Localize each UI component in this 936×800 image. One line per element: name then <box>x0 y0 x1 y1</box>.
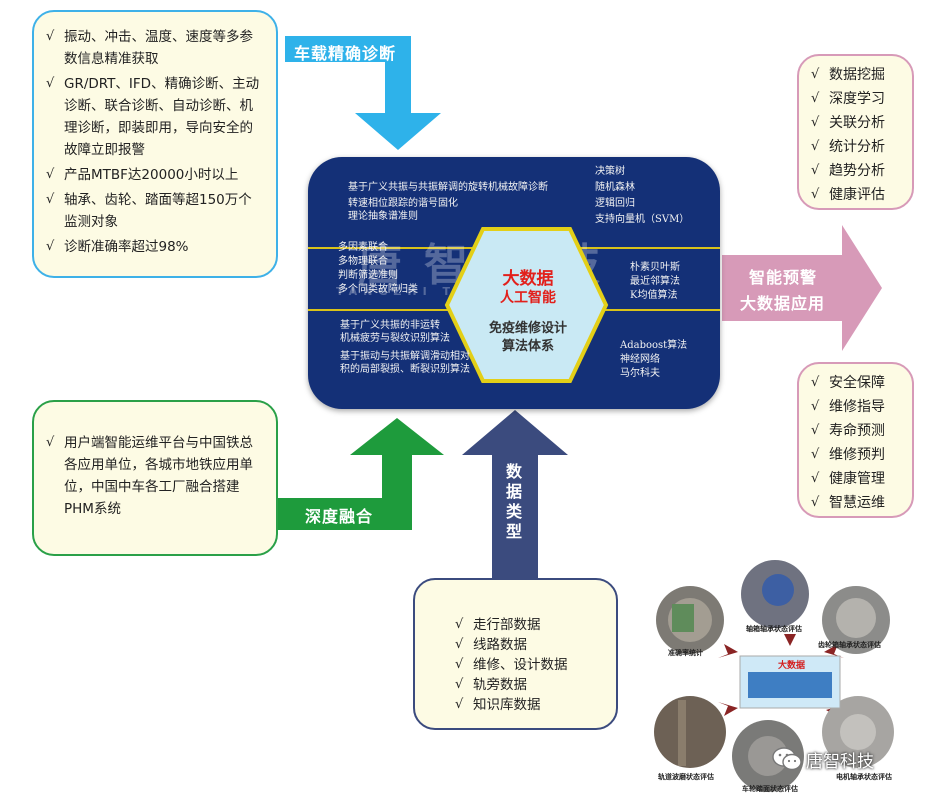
list-item: 智慧运维 <box>811 492 904 514</box>
algo-text: 基于广义共振的非运转 <box>340 320 440 331</box>
right-bottom-box: 安全保障 维修指导 寿命预测 维修预判 健康管理 智慧运维 <box>797 362 914 518</box>
hex-line-4: 算法体系 <box>501 339 554 354</box>
green-arrow-label: 深度融合 <box>305 507 374 526</box>
algo-text: Adaboost算法 <box>620 340 688 351</box>
algorithm-panel: 唐智科技 TANGZHI TECHNOLOGY 大数据 人工智能 免疫维修设计 … <box>308 157 720 409</box>
list-item: 维修、设计数据 <box>455 654 606 676</box>
list-item: 产品MTBF达20000小时以上 <box>46 164 264 186</box>
list-item: 线路数据 <box>455 634 606 656</box>
list-item: 维修预判 <box>811 444 904 466</box>
algo-text: 转速相位跟踪的谐号固化 <box>348 198 458 209</box>
list-item: 走行部数据 <box>455 614 606 636</box>
list-item: 振动、冲击、温度、速度等多参数信息精准获取 <box>46 26 264 70</box>
algo-text: 基于广义共振与共振解调的旋转机械故障诊断 <box>348 182 548 193</box>
list-item: 寿命预测 <box>811 420 904 442</box>
hexagon-shape <box>444 227 609 383</box>
list-item: 统计分析 <box>811 136 904 158</box>
hex-line-1: 大数据 <box>502 269 554 289</box>
brand-name: 唐智科技 <box>806 751 874 772</box>
right-arrow-label-2: 大数据应用 <box>740 294 826 313</box>
right-top-box: 数据挖掘 深度学习 关联分析 统计分析 趋势分析 健康评估 <box>797 54 914 210</box>
list-item: 安全保障 <box>811 372 904 394</box>
list-item: 知识库数据 <box>455 694 606 716</box>
green-arrow <box>278 418 444 530</box>
list-item: 用户端智能运维平台与中国铁总各应用单位，各城市地铁应用单位，中国中车各工厂融合搭… <box>46 432 264 520</box>
list-item: 健康管理 <box>811 468 904 490</box>
list-item: 数据挖掘 <box>811 64 904 86</box>
photo-label: 准确率统计 <box>668 649 703 657</box>
top-arrow-label: 车载精确诊断 <box>294 44 397 63</box>
list-item: 轨旁数据 <box>455 674 606 696</box>
algo-text: K均值算法 <box>630 290 678 301</box>
photo-center-label: 大数据 <box>778 661 806 671</box>
algo-text: 多个同类故障归类 <box>338 284 418 295</box>
photo-label: 轨道波磨状态评估 <box>658 773 714 781</box>
list-item: 诊断准确率超过98% <box>46 236 264 258</box>
brand-badge: 唐智科技 <box>772 744 874 774</box>
algo-text: 神经网络 <box>620 354 660 365</box>
photo-label: 齿轮箱轴承状态评估 <box>818 641 881 649</box>
algo-text: 最近邻算法 <box>630 276 680 287</box>
wechat-icon <box>772 747 802 771</box>
list-item: 关联分析 <box>811 112 904 134</box>
list-item: 维修指导 <box>811 396 904 418</box>
left-bottom-box: 用户端智能运维平台与中国铁总各应用单位，各城市地铁应用单位，中国中车各工厂融合搭… <box>32 400 278 556</box>
algo-text: 支持向量机（SVM） <box>595 214 690 225</box>
list-item: 轴承、齿轮、踏面等超150万个监测对象 <box>46 189 264 233</box>
list-item: 健康评估 <box>811 184 904 206</box>
algo-text: 理论抽象谱准则 <box>348 211 418 222</box>
hex-title: 大数据 人工智能 <box>484 269 572 307</box>
list-item: GR/DRT、IFD、精确诊断、主动诊断、联合诊断、自动诊断、机理诊断，即装即用… <box>46 73 264 161</box>
data-type-arrow-label: 数据类型 <box>506 462 524 541</box>
algo-text: 决策树 <box>595 166 625 177</box>
algo-text: 多物理联合 <box>338 256 388 267</box>
photo-label: 电机轴承状态评估 <box>836 773 892 781</box>
algo-text: 逻辑回归 <box>595 198 635 209</box>
algo-text: 多因素联合 <box>338 242 388 253</box>
list-item: 深度学习 <box>811 88 904 110</box>
photo-cluster: 大数据 准确率统计 轴箱轴承状态评估 齿轮箱轴承状态评估 轨道波磨状态评估 车轮… <box>650 560 930 800</box>
algo-text: 马尔科夫 <box>620 368 660 379</box>
algo-text: 随机森林 <box>595 182 635 193</box>
right-arrow-label-1: 智能预警 <box>749 268 818 287</box>
photo-label: 车轮踏面状态评估 <box>742 785 798 793</box>
top-arrow <box>285 36 441 150</box>
algo-text: 机械疲劳与裂纹识别算法 <box>340 333 450 344</box>
data-types-box: 走行部数据 线路数据 维修、设计数据 轨旁数据 知识库数据 <box>413 578 618 730</box>
right-arrow <box>722 225 882 351</box>
left-top-box: 振动、冲击、温度、速度等多参数信息精准获取 GR/DRT、IFD、精确诊断、主动… <box>32 10 278 278</box>
photo-cluster-graphics <box>654 560 894 792</box>
photo-label: 轴箱轴承状态评估 <box>746 625 802 633</box>
list-item: 趋势分析 <box>811 160 904 182</box>
algo-text: 朴素贝叶斯 <box>630 262 680 273</box>
algo-text: 基于振动与共振解调滑动相对 <box>340 351 470 362</box>
algo-text: 积的局部裂损、断裂识别算法 <box>340 364 470 375</box>
hex-subtitle: 免疫维修设计 算法体系 <box>468 320 588 356</box>
hex-line-3: 免疫维修设计 <box>488 321 567 336</box>
hex-line-2: 人工智能 <box>500 290 556 306</box>
data-type-arrow <box>462 410 568 590</box>
algo-text: 判断筛选准则 <box>338 270 398 281</box>
